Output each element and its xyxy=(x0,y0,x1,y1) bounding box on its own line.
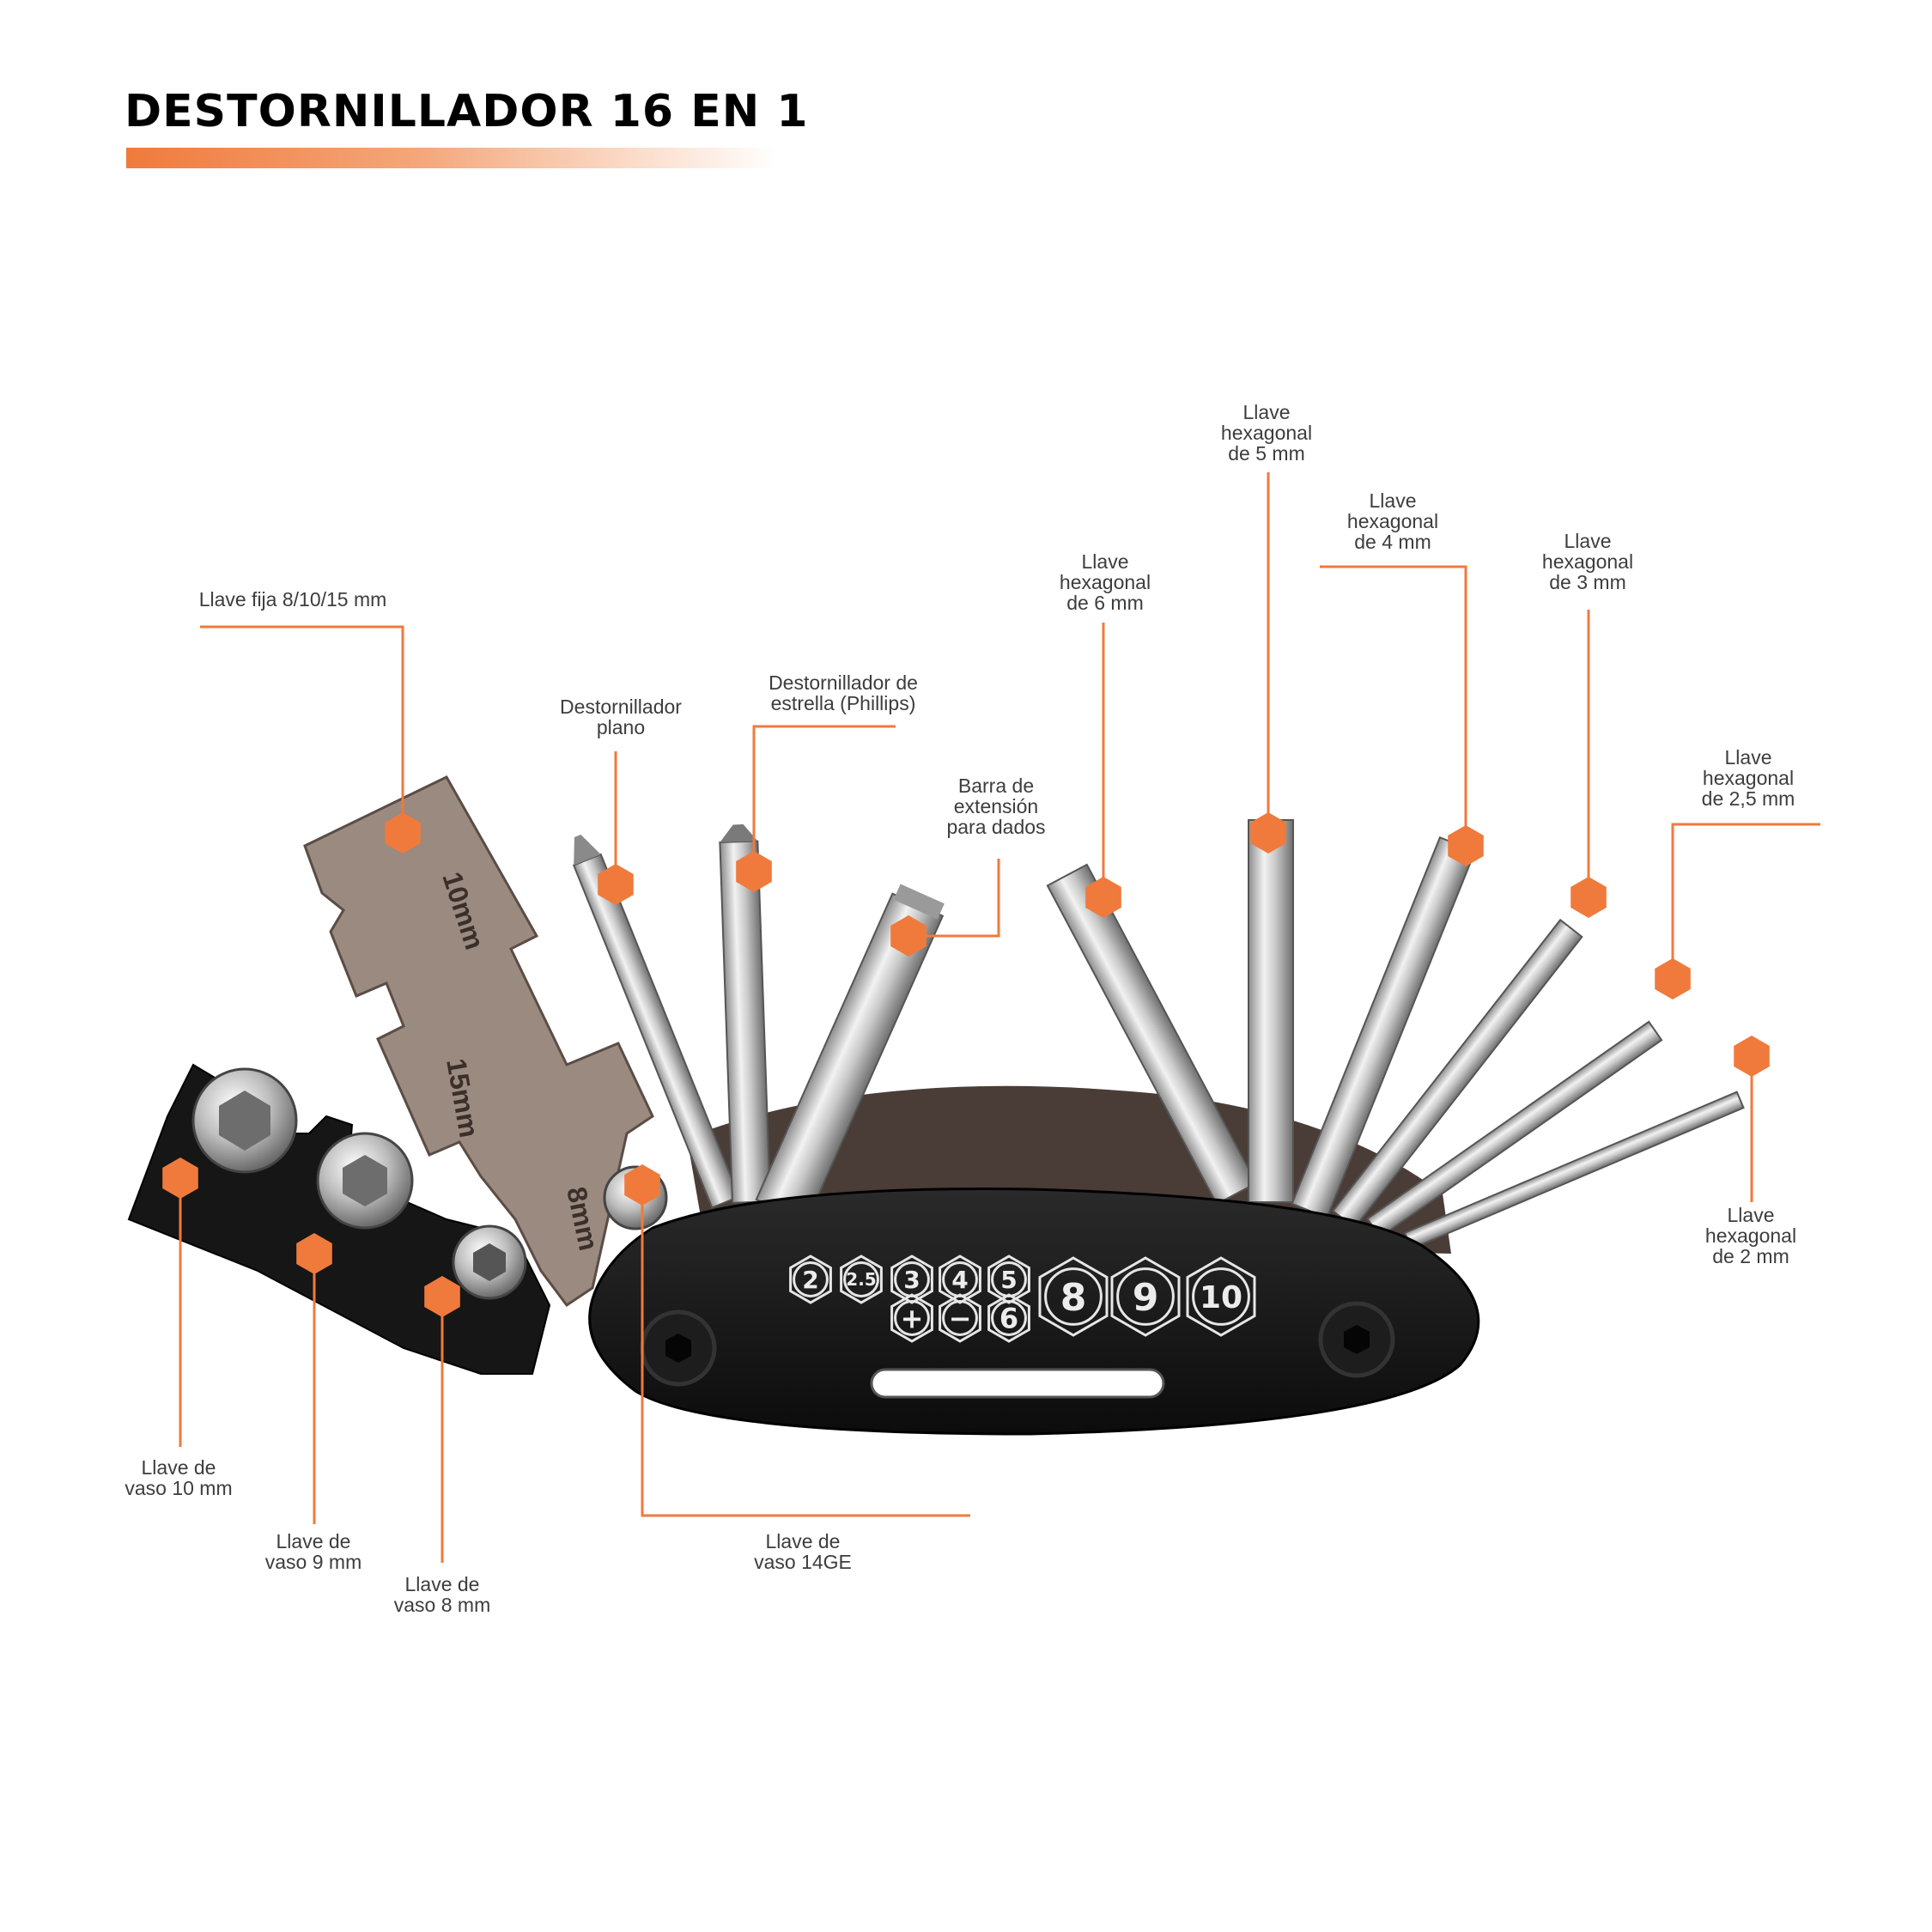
orange-hex-marker xyxy=(624,1164,660,1206)
orange-hex-marker xyxy=(296,1233,332,1274)
handle-slot xyxy=(870,1368,1165,1399)
leader-vaso14 xyxy=(641,1185,970,1517)
orange-hex-marker xyxy=(598,864,634,905)
label-llave-fija: Llave fija 8/10/15 mm xyxy=(198,588,387,611)
marker-layer xyxy=(162,812,1770,1317)
size-badge: − xyxy=(939,1293,981,1343)
orange-hex-marker xyxy=(1250,812,1286,854)
orange-hex-marker xyxy=(1448,825,1484,866)
leader-dest-phillips xyxy=(752,725,896,872)
size-badge: 2 xyxy=(789,1255,832,1304)
orange-hex-marker xyxy=(1571,877,1607,918)
leader-barra-ext xyxy=(908,859,1000,938)
combination-wrench: 10mm 15mm 8mm xyxy=(303,775,654,1308)
flat-screwdriver xyxy=(572,834,741,1209)
size-badge: 8 xyxy=(1038,1256,1109,1337)
leader-hex4 xyxy=(1320,565,1467,846)
orange-hex-marker xyxy=(1655,958,1691,999)
badge-label: 3 xyxy=(903,1266,920,1294)
badge-label: 2 xyxy=(802,1266,818,1294)
orange-hex-marker xyxy=(736,851,772,892)
orange-hex-marker xyxy=(424,1276,460,1317)
leader-llave-fija xyxy=(200,625,404,833)
orange-hex-marker xyxy=(385,812,421,854)
orange-hex-marker xyxy=(1734,1036,1770,1077)
badge-label: 8 xyxy=(1060,1276,1087,1320)
badge-label: − xyxy=(949,1303,972,1335)
size-badge: 6 xyxy=(987,1293,1030,1343)
badge-label: 4 xyxy=(951,1266,968,1294)
handle-badge-row: 8 9 10 xyxy=(1038,1256,1256,1337)
orange-hex-marker xyxy=(162,1157,198,1199)
hex-key-6 xyxy=(1046,863,1258,1206)
handle-badge-row: +−6 xyxy=(890,1293,1030,1343)
orange-hex-marker xyxy=(890,915,927,957)
page-title: DESTORNILLADOR 16 EN 1 xyxy=(125,86,809,137)
badge-label: 5 xyxy=(1000,1266,1017,1294)
badge-label: 10 xyxy=(1200,1280,1242,1315)
extension-bar xyxy=(755,884,945,1224)
badge-label: 6 xyxy=(999,1303,1018,1335)
hex-key-5 xyxy=(1248,819,1294,1203)
tool-fan xyxy=(572,819,1745,1250)
title-underline xyxy=(126,148,779,168)
tool-handle xyxy=(588,1188,1480,1436)
size-badge: 2.5 xyxy=(840,1255,883,1304)
leader-hex25 xyxy=(1671,823,1820,979)
orange-hex-marker xyxy=(1085,877,1121,918)
size-badge: 9 xyxy=(1110,1256,1181,1337)
leader-lines xyxy=(179,472,1820,1563)
size-badge: 10 xyxy=(1186,1256,1256,1337)
badge-label: + xyxy=(901,1303,924,1335)
badge-label: 2.5 xyxy=(846,1269,876,1290)
badge-label: 9 xyxy=(1133,1276,1159,1320)
size-badge: + xyxy=(890,1293,933,1343)
